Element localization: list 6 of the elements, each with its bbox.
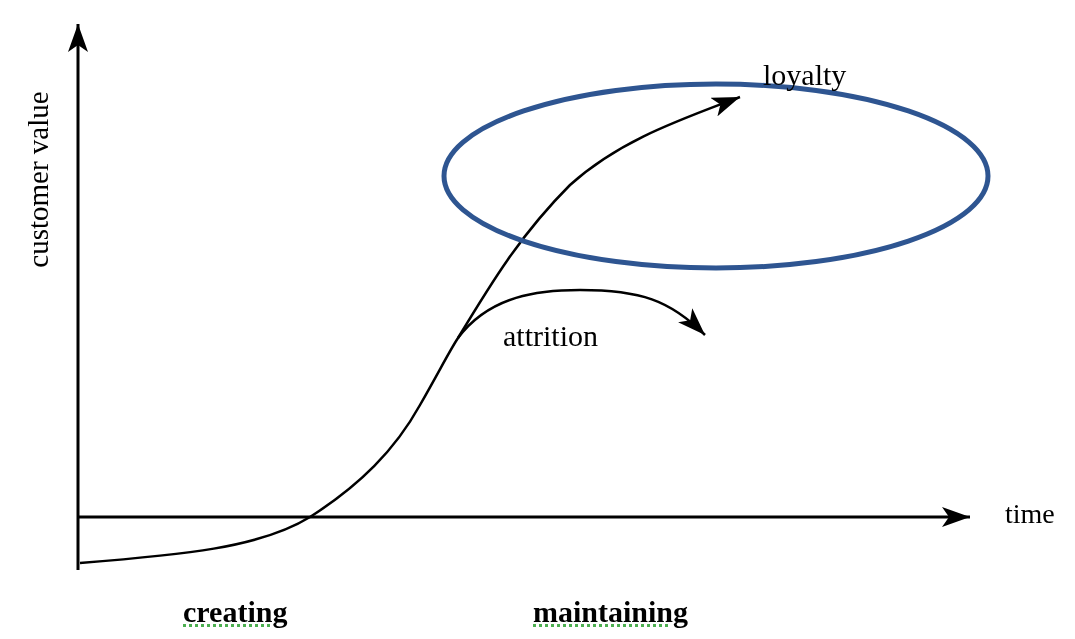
- axis-label: customer value: [23, 90, 53, 270]
- axis-label: time: [1005, 500, 1055, 528]
- curve-label: loyalty: [763, 60, 847, 90]
- phase-label: creating: [183, 597, 288, 627]
- curve-label: attrition: [503, 321, 598, 351]
- phase-label: maintaining: [533, 597, 689, 627]
